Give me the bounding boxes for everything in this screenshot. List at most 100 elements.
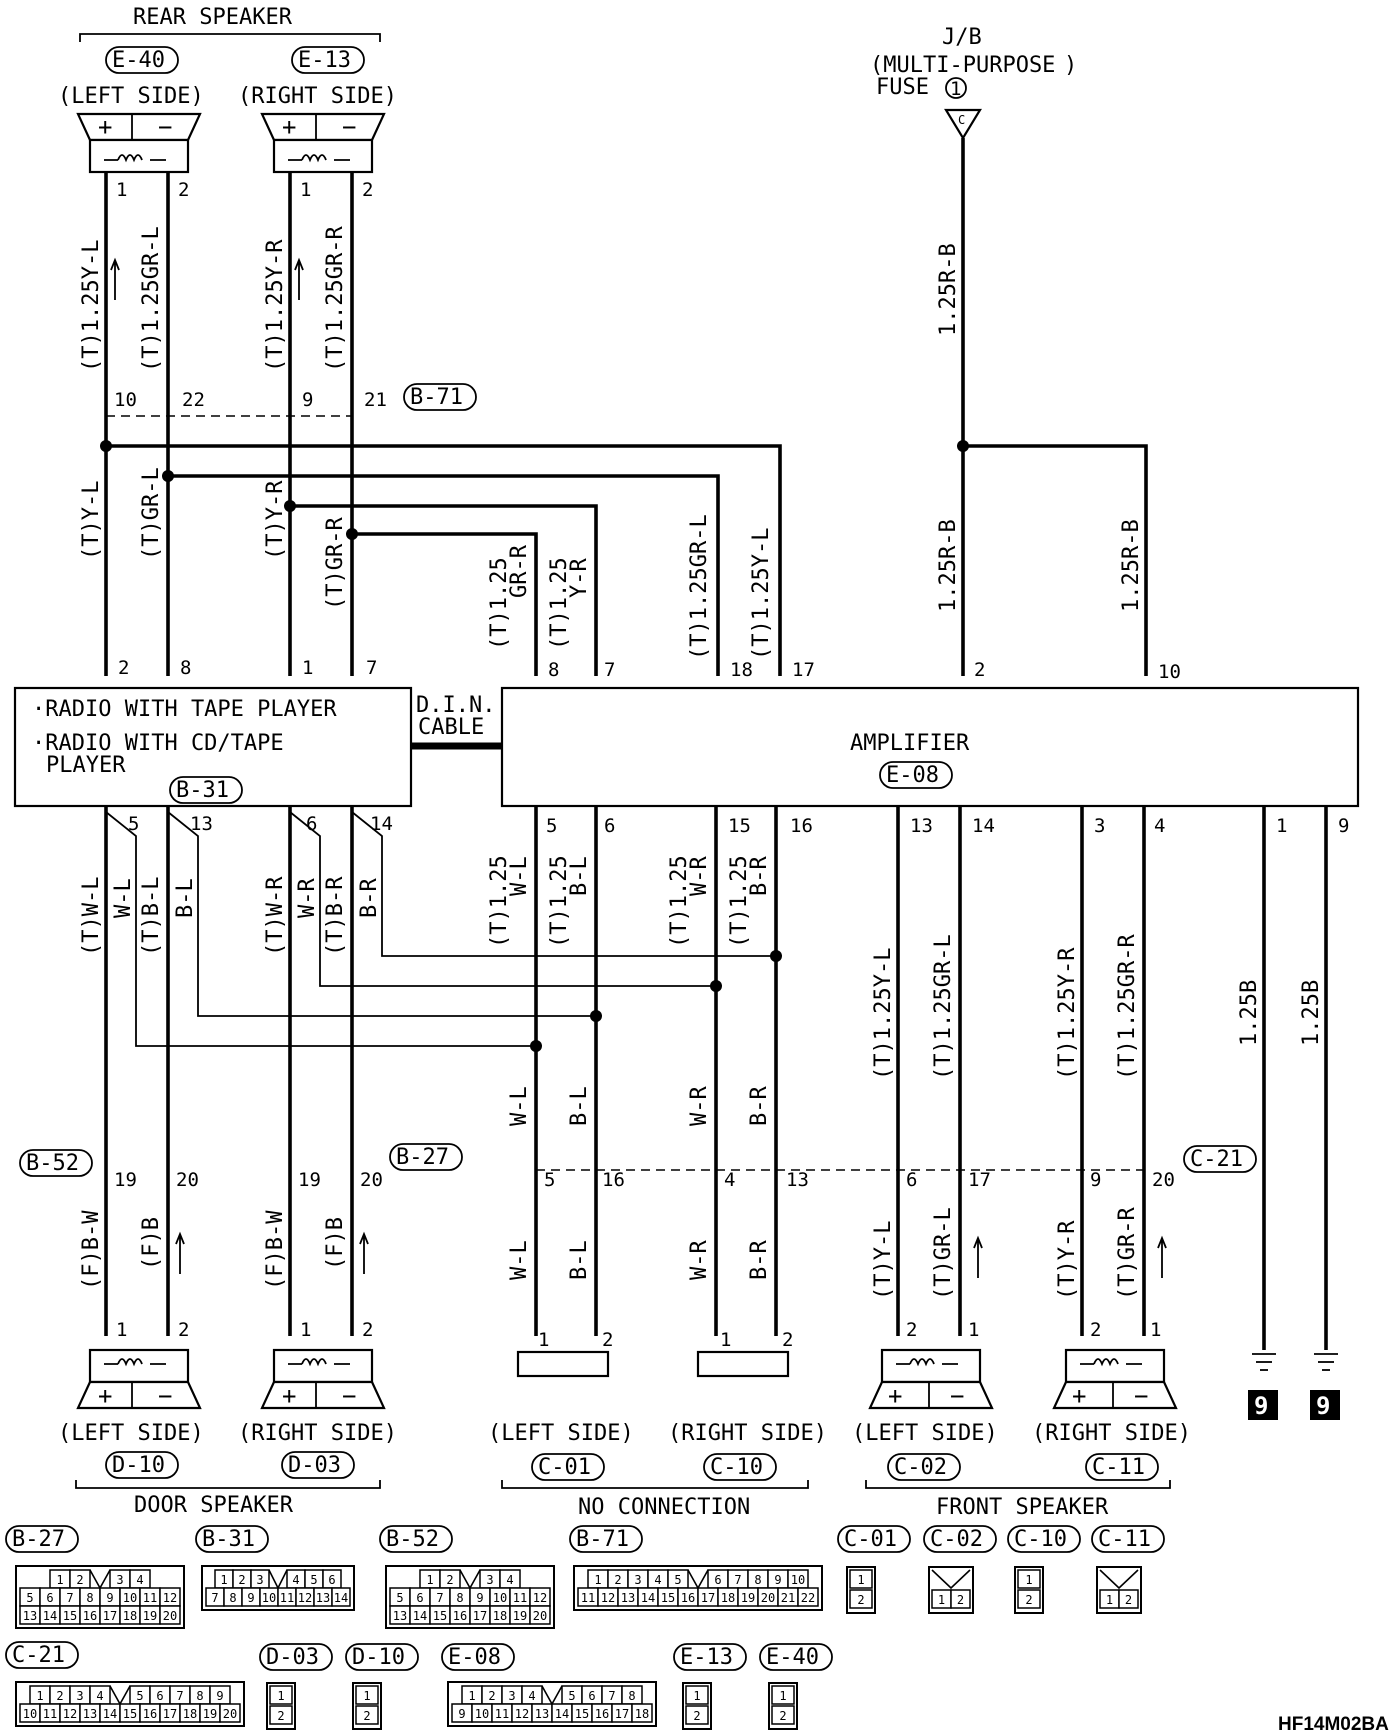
connector-label-b52: B-52 <box>26 1151 79 1176</box>
grid-d10-cell <box>355 1685 379 1705</box>
connector-tag-b27 <box>389 1143 463 1171</box>
jb-label: J/B <box>942 25 982 50</box>
grid-e08-pin: 9 <box>458 1707 465 1721</box>
door-right-plus: + <box>282 1382 296 1410</box>
legend-tag-c02 <box>923 1525 997 1553</box>
grid-b71-pin: 11 <box>581 1591 595 1605</box>
pin-radio-13: 13 <box>190 813 213 835</box>
pin-amp-3: 3 <box>1094 815 1105 837</box>
connector-tag-c02 <box>887 1453 961 1481</box>
grid-b52-pin: 13 <box>393 1609 407 1623</box>
grid-b52-pin: 2 <box>446 1573 453 1587</box>
pin-amp-17: 17 <box>792 659 815 681</box>
no-connection-left-plug <box>516 1350 610 1378</box>
pin-c01-2: 2 <box>602 1329 613 1351</box>
splice-gr-r <box>346 528 358 540</box>
grid-b27-pin: 4 <box>136 1573 143 1587</box>
legend-label-c10: C-10 <box>1014 1527 1067 1552</box>
pin-c21-4: 4 <box>724 1169 735 1191</box>
front-right-minus: − <box>1134 1382 1148 1410</box>
grid-b31-pin: 10 <box>262 1591 276 1605</box>
grid-d10-pin: 1 <box>363 1689 370 1703</box>
wire-label-r6: (T)W-R <box>263 876 288 956</box>
fuse-terminal-symbol <box>944 108 982 141</box>
connector-tag-e40 <box>105 46 179 74</box>
grid-b31-frame <box>201 1565 355 1611</box>
wire-label-gnd1: 1.25B <box>1237 980 1262 1046</box>
pin-b27-19: 19 <box>298 1169 321 1191</box>
grid-e08-pin: 12 <box>515 1707 529 1721</box>
branch-w-l <box>105 811 536 1047</box>
grid-d10-pin: 2 <box>363 1709 370 1723</box>
pin-c21-5: 5 <box>544 1169 555 1191</box>
legend-tag-d10 <box>345 1643 419 1671</box>
connector-label-e40: E-40 <box>112 48 165 73</box>
pin-amp-15: 15 <box>728 815 751 837</box>
grid-b27-pin: 12 <box>163 1591 177 1605</box>
grid-c01-cell <box>849 1569 873 1589</box>
grid-b27-pin: 17 <box>103 1609 117 1623</box>
wire-label-r13b: B-L <box>173 878 198 918</box>
pin-c11-2: 2 <box>1090 1319 1101 1341</box>
pin-d10-1: 1 <box>116 1319 127 1341</box>
rear-left-speaker <box>76 112 202 174</box>
legend-label-d03: D-03 <box>266 1645 319 1670</box>
legend-label-c01: C-01 <box>844 1527 897 1552</box>
grid-e08-pin: 15 <box>575 1707 589 1721</box>
grid-b52-pin: 5 <box>396 1591 403 1605</box>
grid-b52-pin: 16 <box>453 1609 467 1623</box>
grid-b52-pin: 1 <box>426 1573 433 1587</box>
pin-c21-16: 16 <box>602 1169 625 1191</box>
pin-e13-2: 2 <box>362 179 373 201</box>
pin-b27-20: 20 <box>360 1169 383 1191</box>
grid-c10-pin: 1 <box>1025 1573 1032 1587</box>
pin-d03-1: 1 <box>300 1319 311 1341</box>
grid-b27-frame <box>15 1565 185 1629</box>
wire-label-a16-a: (T)1.25 <box>727 855 752 948</box>
ground-symbol-1 <box>1248 1353 1278 1420</box>
grid-c02-pin: 2 <box>957 1593 964 1607</box>
din-line1: D.I.N. <box>416 693 495 718</box>
grid-d10-frame <box>352 1682 382 1730</box>
connector-label-c21: C-21 <box>1190 1147 1243 1172</box>
connector-legend: B-27 B-31 B-52 B-71 C-01 C-02 C-10 C-11 … <box>5 1525 1165 1730</box>
grid-d03-pin: 1 <box>277 1689 284 1703</box>
rear-right-plus: + <box>282 113 296 141</box>
grid-e08-key <box>541 1685 563 1706</box>
bus-y-r <box>290 504 598 676</box>
connector-label-c11: C-11 <box>1092 1455 1145 1480</box>
fuse-number: 1 <box>950 78 961 100</box>
pin-c21-6: 6 <box>906 1169 917 1191</box>
door-right-arrow <box>359 1231 369 1274</box>
grid-b52-pin: 14 <box>413 1609 427 1623</box>
legend-tag-b52 <box>379 1525 453 1553</box>
grid-c21-pin: 1 <box>36 1689 43 1703</box>
wire-label-r6b: W-R <box>295 878 320 918</box>
front-right-speaker <box>1052 1348 1178 1410</box>
grid-b31-pin: 13 <box>316 1591 330 1605</box>
grid-b31-pin: 7 <box>211 1591 218 1605</box>
grid-b71-pin: 15 <box>661 1591 675 1605</box>
grid-d10-cell <box>355 1705 379 1725</box>
din-line2: CABLE <box>418 715 484 740</box>
wire-label-r5b: W-L <box>111 878 136 918</box>
grid-c02-cell <box>950 1589 971 1609</box>
grid-e13-cell <box>685 1705 709 1725</box>
pin-d10-2: 2 <box>178 1319 189 1341</box>
grid-b27-pin: 7 <box>66 1591 73 1605</box>
grid-b71-pin: 14 <box>641 1591 655 1605</box>
connector-tag-c10 <box>703 1453 777 1481</box>
grid-e08-pin: 17 <box>615 1707 629 1721</box>
wire-label-mid-wr: W-R <box>687 1086 712 1126</box>
pin-e40-2: 2 <box>178 179 189 201</box>
grid-b31-pin: 4 <box>292 1573 299 1587</box>
front-right-side-label: (RIGHT SIDE) <box>1032 1421 1191 1446</box>
grid-b71-pin: 13 <box>621 1591 635 1605</box>
grid-e13-cell <box>685 1685 709 1705</box>
legend-tag-c11 <box>1091 1525 1165 1553</box>
grid-b71-pin: 16 <box>681 1591 695 1605</box>
connector-tag-c21 <box>1183 1145 1257 1173</box>
connector-tag-b71 <box>403 383 477 411</box>
wire-label-a5-b: W-L <box>507 856 532 896</box>
legend-tag-e40 <box>759 1643 833 1671</box>
